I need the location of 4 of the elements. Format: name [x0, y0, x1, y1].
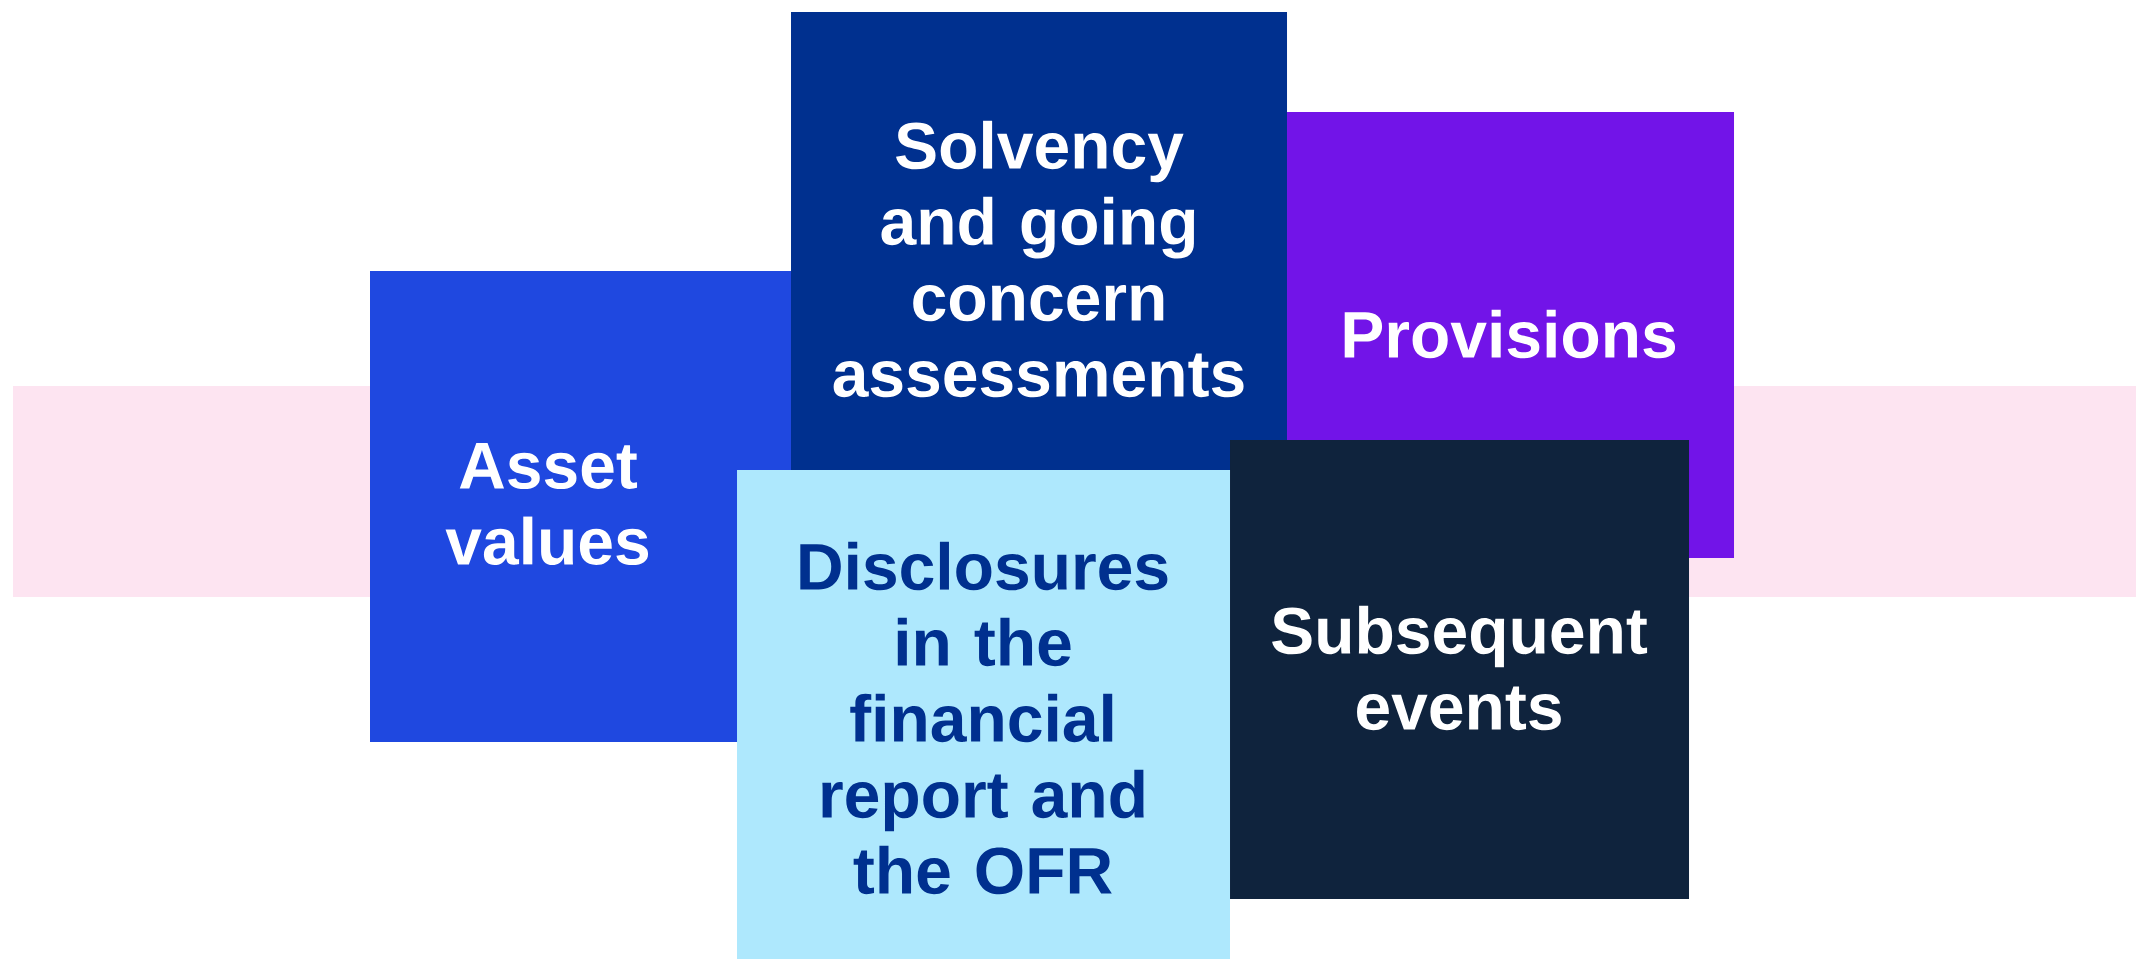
tile: Asset values	[370, 271, 793, 742]
tile: Subsequent events	[1230, 440, 1689, 899]
tile: Disclosures in the financial report and the OFR	[737, 470, 1230, 959]
tile: Solvency and going concern assessments	[791, 12, 1287, 470]
